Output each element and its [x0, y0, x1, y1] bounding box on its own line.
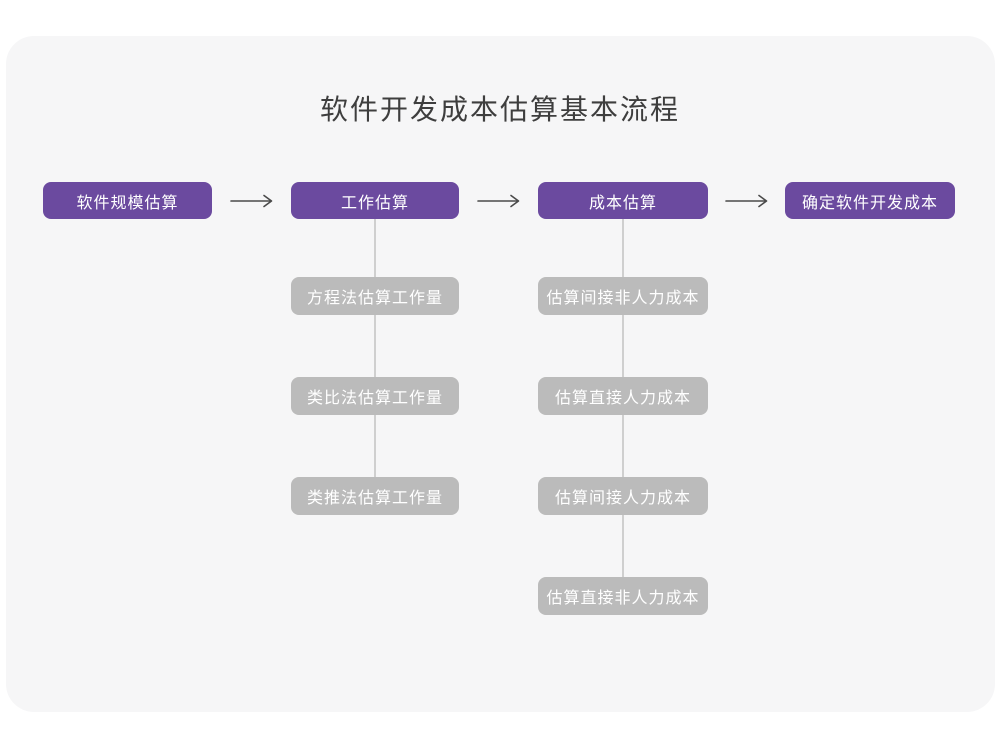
substep-label: 估算直接非人力成本: [546, 590, 700, 607]
stage-node-3: 成本估算: [538, 182, 708, 219]
connector-line: [374, 219, 376, 477]
substep-label: 类推法估算工作量: [306, 490, 443, 507]
substep-node: 估算直接人力成本: [538, 377, 708, 415]
stage-node-1: 软件规模估算: [43, 182, 212, 219]
substep-label: 估算间接非人力成本: [546, 290, 700, 307]
flow-arrow-icon: [476, 194, 521, 208]
substep-label: 估算间接人力成本: [554, 490, 691, 507]
flow-arrow-icon: [229, 194, 274, 208]
stage-node-2: 工作估算: [291, 182, 459, 219]
substep-node: 类推法估算工作量: [291, 477, 459, 515]
substep-node: 估算间接非人力成本: [538, 277, 708, 315]
page-title: 软件开发成本估算基本流程: [319, 94, 680, 125]
stage-node-4: 确定软件开发成本: [785, 182, 955, 219]
substep-node: 估算直接非人力成本: [538, 577, 708, 615]
substep-label: 方程法估算工作量: [306, 290, 443, 307]
stage-label: 工作估算: [340, 194, 409, 212]
flowchart-card: [6, 36, 995, 712]
substep-node: 方程法估算工作量: [291, 277, 459, 315]
stage-label: 软件规模估算: [76, 194, 179, 212]
substep-node: 类比法估算工作量: [291, 377, 459, 415]
substep-label: 估算直接人力成本: [554, 390, 691, 407]
substep-node: 估算间接人力成本: [538, 477, 708, 515]
stage-label: 成本估算: [588, 194, 657, 212]
stage-label: 确定软件开发成本: [801, 194, 938, 212]
flow-arrow-icon: [724, 194, 769, 208]
substep-label: 类比法估算工作量: [306, 390, 443, 407]
